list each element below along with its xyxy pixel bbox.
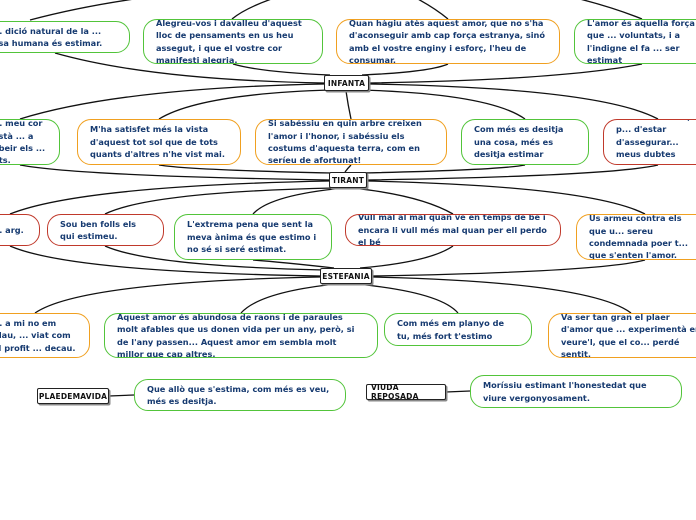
quote-node-r1-b[interactable]: Alegreu-vos i davalleu d'aquest lloc de … (143, 19, 323, 64)
topic-estefania[interactable]: ESTEFANIA (320, 268, 372, 284)
quote-node-r1-a[interactable]: ... dició natural de la ... esa humana é… (0, 21, 130, 53)
quote-node-r3-e[interactable]: Us armeu contra els que u... sereu conde… (576, 214, 696, 260)
line-plaer-r5a (108, 394, 135, 397)
line-viuda-r5b (445, 390, 471, 393)
quote-node-r2-c[interactable]: Si sabéssiu en quin arbre creixen l'amor… (255, 119, 447, 165)
line-est-r3d (359, 245, 454, 269)
quote-node-r3-d[interactable]: Vull mal al mal quan ve en temps de bé i… (345, 214, 561, 246)
line-tir-r3e (366, 180, 646, 215)
line-inf-r1c (361, 63, 449, 76)
topic-infanta[interactable]: INFANTA (324, 75, 369, 91)
line-est-r3b (104, 245, 325, 271)
line-est-r4a (34, 276, 321, 314)
line-tir-r2d (361, 164, 526, 174)
line-inf-r2b (158, 89, 331, 120)
line-inf-r1d (368, 63, 643, 84)
line-tir-r2a (19, 164, 330, 181)
quote-node-r5-b[interactable]: Moríssiu estimant l'honestedat que viure… (470, 375, 682, 408)
line-inf-r1b (232, 63, 331, 76)
line-tir-r2b (158, 164, 333, 174)
quote-node-r2-b[interactable]: M'ha satisfet més la vista d'aquest tot … (77, 119, 241, 165)
line-tir-r3c (252, 187, 345, 215)
topic-tirant[interactable]: TIRANT (329, 172, 367, 188)
line-tir-r2c (344, 164, 352, 173)
quote-node-r2-d[interactable]: Com més es desitja una cosa, més es desi… (461, 119, 589, 165)
quote-node-r2-a[interactable]: ... meu cor està ... a obeir els ... nts… (0, 119, 60, 165)
line-est-r3c (252, 259, 335, 269)
line-inf-r2d (361, 89, 526, 120)
line-inf-r2e (368, 83, 659, 120)
line-inf-r2a (19, 83, 325, 120)
quote-node-r4-c[interactable]: Com més em planyo de tu, més fort t'esti… (384, 313, 532, 346)
line-r1-a (29, 0, 132, 21)
line-tir-r3d (351, 187, 454, 215)
line-est-r3a (9, 245, 321, 277)
topic-viuda-reposada[interactable]: VIUDA REPOSADA (366, 383, 446, 401)
line-r1-c (418, 0, 449, 20)
quote-node-r4-a[interactable]: ... a mi no em plau, ... viat com el pro… (0, 313, 90, 358)
line-tir-r3a (9, 180, 330, 215)
line-est-r4d (371, 276, 632, 314)
quote-node-r3-b[interactable]: Sou ben folls els qui estimeu. (47, 214, 164, 246)
quote-node-r3-a[interactable]: ... arg. (0, 214, 40, 246)
line-inf-r2c (345, 90, 352, 120)
quote-node-r2-e[interactable]: Si tu m'estimes, p... d'estar d'assegura… (603, 119, 696, 165)
topic-plaerdemavida[interactable]: PLAEDEMAVIDA (37, 388, 109, 404)
line-tir-r3b (104, 187, 335, 215)
line-tir-r2e (366, 164, 659, 181)
line-est-r3e (371, 259, 646, 277)
quote-node-r1-d[interactable]: L'amor és aquella força que ... voluntat… (574, 19, 696, 64)
line-est-r4c (355, 283, 459, 314)
quote-node-r4-d[interactable]: Va ser tan gran el plaer d'amor que ... … (548, 313, 696, 358)
quote-node-r3-c[interactable]: L'extrema pena que sent la meva ànima és… (174, 214, 332, 260)
line-r1-b (231, 0, 271, 20)
quote-node-r5-a[interactable]: Que allò que s'estima, com més es veu, m… (134, 379, 346, 411)
line-inf-r1a (54, 52, 325, 84)
quote-node-r4-b[interactable]: Aquest amor és abundosa de raons i de pa… (104, 313, 378, 358)
line-r1-d (581, 0, 643, 20)
quote-node-r1-c[interactable]: Quan hàgiu atès aquest amor, que no s'ha… (336, 19, 560, 64)
line-est-r4b (240, 283, 337, 314)
